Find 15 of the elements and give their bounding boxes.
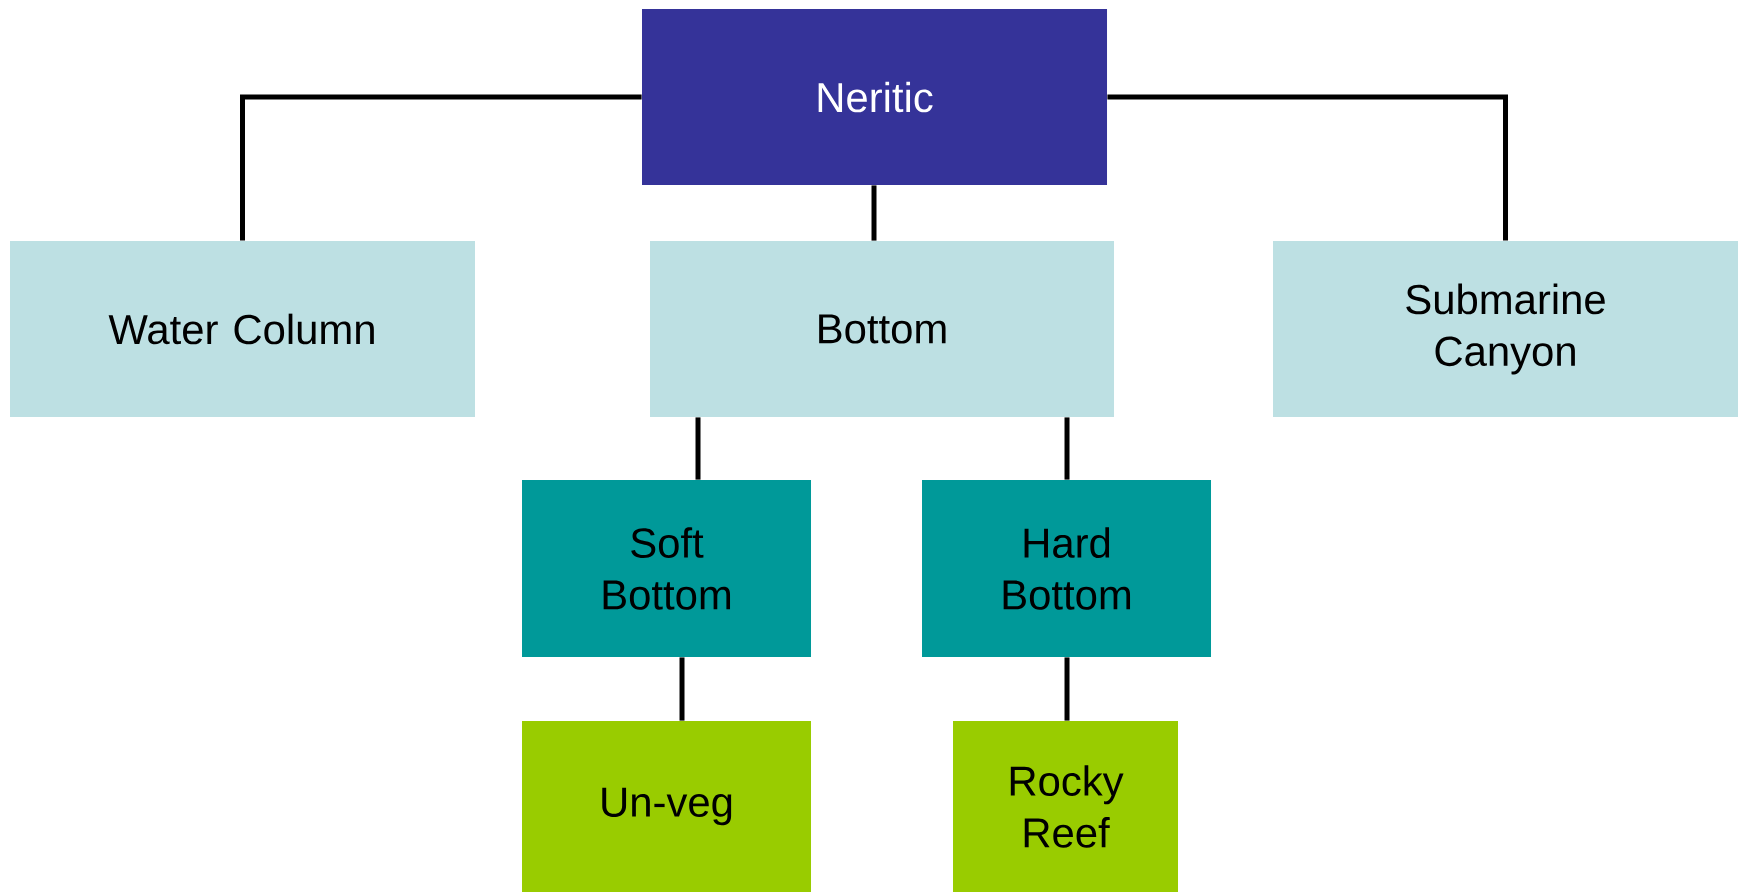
category-box: Un-veg [522,721,811,892]
connector-line [1064,417,1070,480]
category-box: Soft Bottom [522,480,811,657]
connector-line [695,417,701,480]
connector-line [1107,94,1508,241]
category-box: Bottom [650,241,1114,417]
category-box: Rocky Reef [953,721,1178,892]
connector-line [871,185,877,241]
connector-line [240,94,642,241]
connector-line [1064,657,1070,721]
category-box: Neritic [642,9,1107,185]
category-box: Submarine Canyon [1273,241,1738,417]
category-box: Hard Bottom [922,480,1211,657]
category-box: Water Column [10,241,475,417]
connector-line [679,657,685,721]
